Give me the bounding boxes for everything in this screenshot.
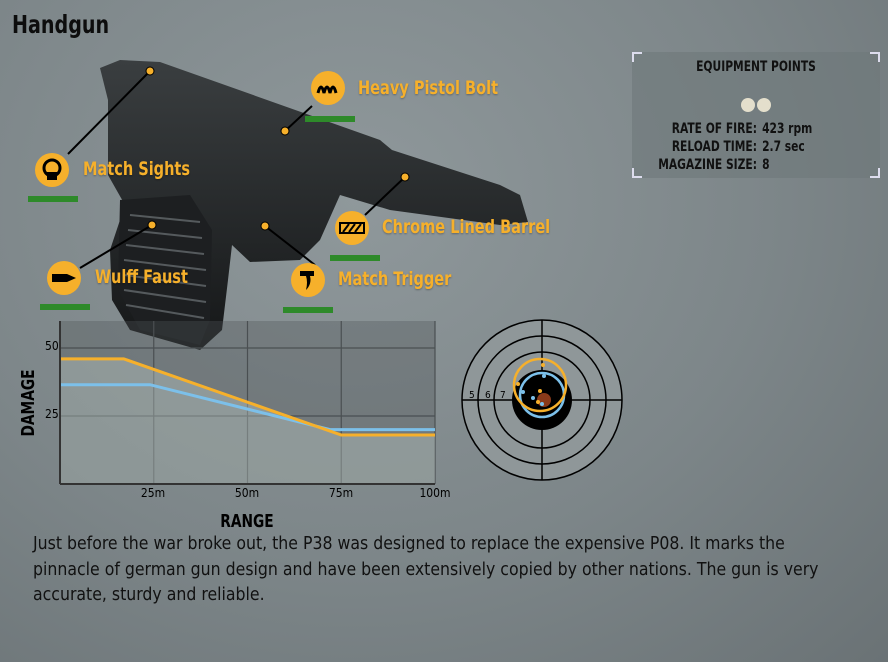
x-axis-label: RANGE <box>220 510 273 530</box>
ring-label: 6 <box>485 390 491 401</box>
attachment-level-bar <box>40 304 90 310</box>
x-tick: 75m <box>329 486 353 500</box>
sight-icon[interactable] <box>35 153 69 187</box>
attachment-wulff-faust[interactable]: Wulff Faust <box>95 266 188 288</box>
equipment-point-icon <box>757 98 771 112</box>
equipment-points-title: EQUIPMENT POINTS <box>696 59 816 75</box>
x-tick: 25m <box>141 486 165 500</box>
y-axis-label: DAMAGE <box>17 369 39 436</box>
stat-magazine-size: MAGAZINE SIZE:8 <box>658 157 770 173</box>
damage-range-chart: 25m 50m 75m 100m 50 25 RANGE DAMAGE <box>17 321 451 530</box>
x-tick: 50m <box>235 486 259 500</box>
bullet-icon[interactable] <box>47 261 81 295</box>
series-equipped-line <box>60 357 435 437</box>
x-tick: 100m <box>419 486 450 500</box>
weapon-description: Just before the war broke out, the P38 w… <box>33 534 819 605</box>
equipped-spread-circle <box>512 357 568 413</box>
attachment-level-bar <box>305 116 355 122</box>
attachment-match-sights[interactable]: Match Sights <box>83 158 191 180</box>
pistol-image <box>67 60 528 350</box>
ring-label: 7 <box>500 390 506 401</box>
attachment-level-bar <box>28 196 78 202</box>
attachment-level-bar <box>330 255 380 261</box>
weapon-title: Handgun <box>12 10 110 39</box>
attachment-heavy-pistol-bolt[interactable]: Heavy Pistol Bolt <box>358 77 499 99</box>
series-base-line <box>60 383 435 432</box>
trigger-icon[interactable] <box>291 263 325 297</box>
y-tick: 25 <box>45 407 59 421</box>
accuracy-target: 5 6 7 <box>461 319 623 481</box>
attachment-level-bar <box>283 307 333 313</box>
damage-area <box>60 358 435 484</box>
attachment-match-trigger[interactable]: Match Trigger <box>338 268 452 290</box>
stat-rate-of-fire: RATE OF FIRE:423 rpm <box>671 121 813 137</box>
ring-label: 5 <box>469 390 475 401</box>
y-tick: 50 <box>45 339 59 353</box>
rifling-icon[interactable] <box>335 211 369 245</box>
hit-cluster <box>537 393 551 407</box>
stat-reload-time: RELOAD TIME:2.7 sec <box>671 139 805 155</box>
equipment-points-panel: EQUIPMENT POINTS RATE OF FIRE:423 rpm RE… <box>632 52 880 178</box>
equipment-point-icon <box>741 98 755 112</box>
attachment-chrome-lined-barrel[interactable]: Chrome Lined Barrel <box>382 216 551 238</box>
spring-icon[interactable] <box>311 71 345 105</box>
